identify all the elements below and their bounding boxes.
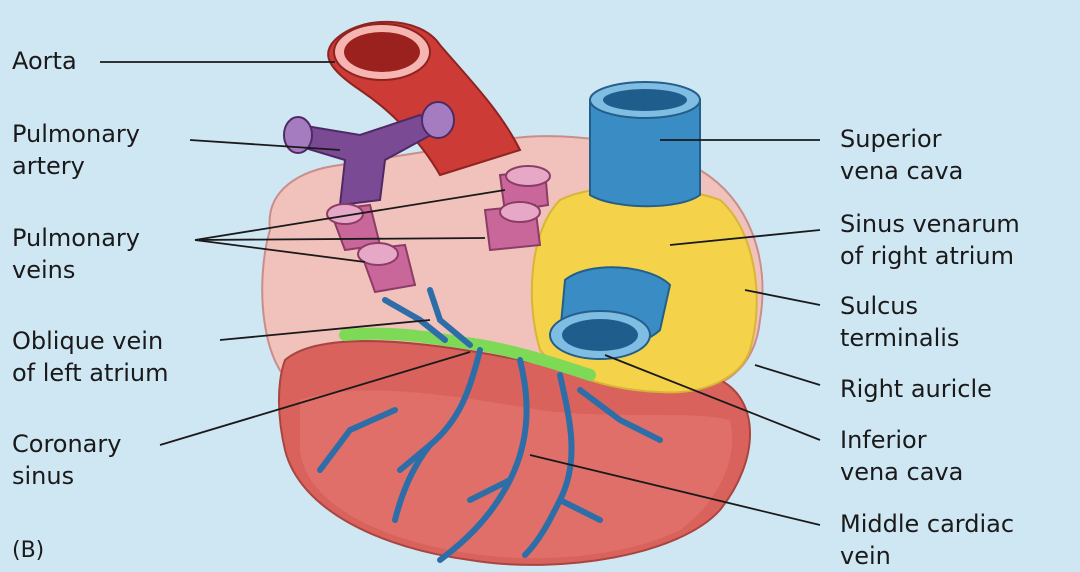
superior-vena-cava-lumen xyxy=(603,89,687,111)
pulmonary-artery-right-opening xyxy=(422,102,454,138)
label-right-auricle: Right auricle xyxy=(840,373,992,405)
aorta-lumen xyxy=(344,32,420,72)
label-pulmonary-artery: Pulmonary artery xyxy=(12,118,140,182)
label-sinus-venarum: Sinus venarum of right atrium xyxy=(840,208,1020,272)
label-middle-cardiac-vein: Middle cardiac vein xyxy=(840,508,1014,572)
label-sulcus-terminalis: Sulcus terminalis xyxy=(840,290,959,354)
label-inferior-vena-cava: Inferior vena cava xyxy=(840,424,963,488)
label-aorta: Aorta xyxy=(12,45,77,77)
ventricle-shading xyxy=(300,390,732,558)
label-coronary-sinus: Coronary sinus xyxy=(12,428,121,492)
label-superior-vena-cava: Superior vena cava xyxy=(840,123,963,187)
label-oblique-vein: Oblique vein of left atrium xyxy=(12,325,169,389)
panel-label: (B) xyxy=(12,535,44,567)
inferior-vena-cava-lumen xyxy=(562,319,638,351)
label-pulmonary-veins: Pulmonary veins xyxy=(12,222,140,286)
